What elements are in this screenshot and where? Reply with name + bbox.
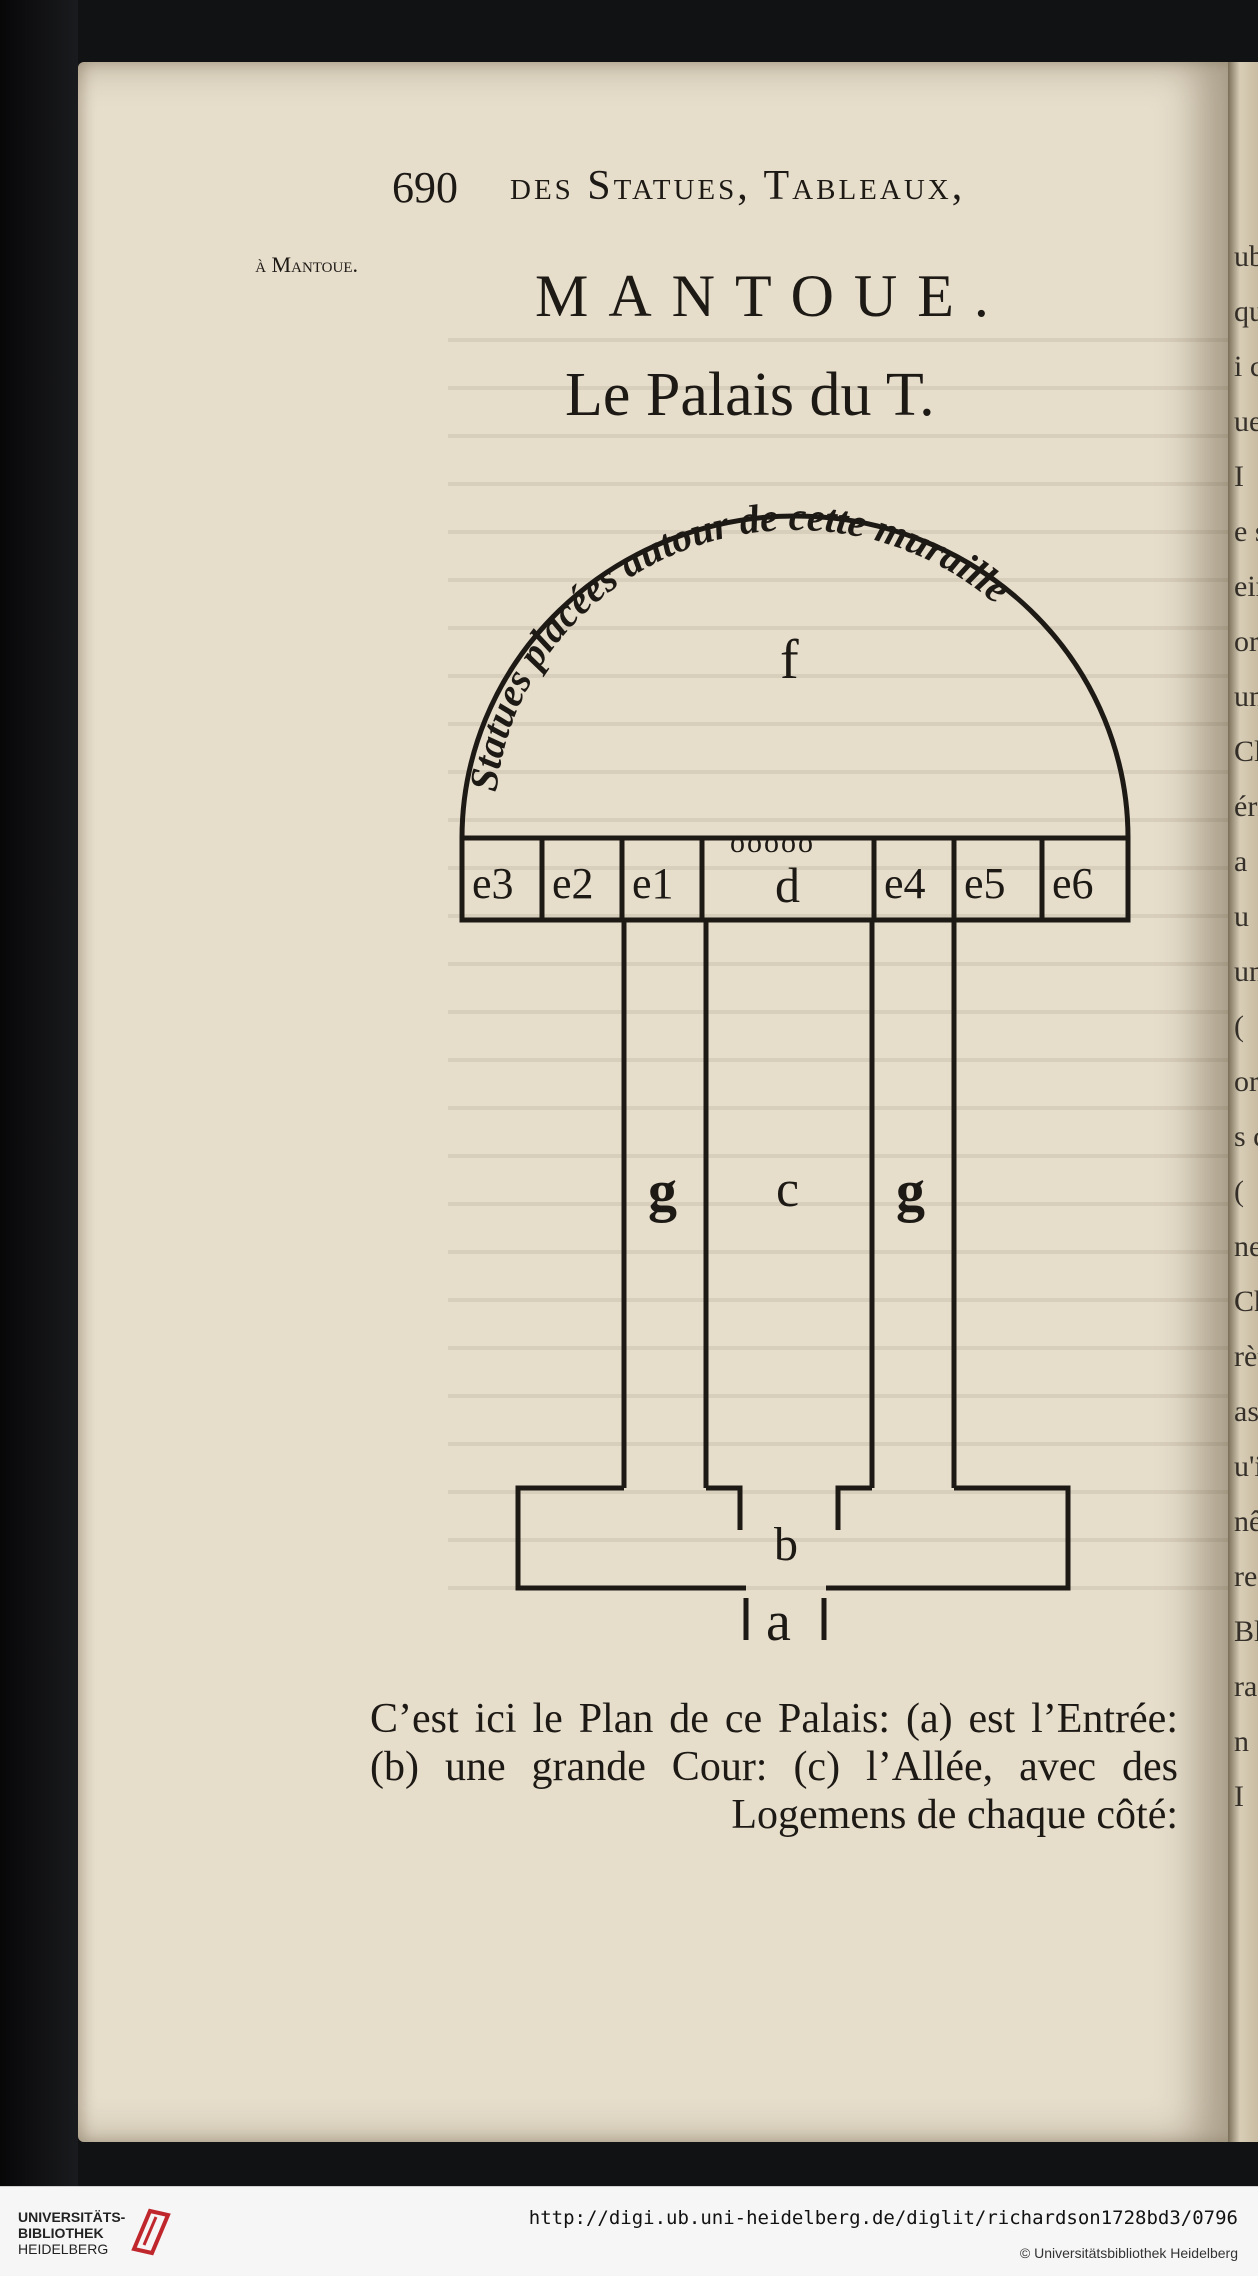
facing-page-fragment: i c — [1234, 350, 1258, 383]
dome-outline — [459, 513, 1131, 839]
permalink-url[interactable]: http://digi.ub.uni-heidelberg.de/diglit/… — [528, 2207, 1238, 2229]
label-e4: e4 — [884, 859, 926, 908]
facing-page-fragment: ( — [1234, 1010, 1244, 1043]
book-page — [78, 62, 1258, 2142]
label-f: f — [780, 629, 799, 691]
facing-page-fragment: un — [1234, 955, 1258, 988]
label-c: c — [776, 1161, 799, 1218]
facing-page-fragment: e s — [1234, 515, 1258, 548]
margin-note: à Mantoue. — [255, 252, 358, 277]
caption-paragraph: C’est ici le Plan de ce Palais: (a) est … — [370, 1696, 1178, 1838]
facing-page-fragment: I — [1234, 460, 1244, 493]
facing-page-fragment: or — [1234, 1065, 1258, 1098]
facing-page-fragment: re, — [1234, 1560, 1258, 1593]
label-b: b — [774, 1518, 798, 1571]
label-e3: e3 — [472, 859, 514, 908]
facing-page-fragment: n — [1234, 1725, 1249, 1758]
facing-page-fragment: ort — [1234, 625, 1258, 658]
label-e1: e1 — [632, 859, 674, 908]
label-e6: e6 — [1052, 859, 1094, 908]
facing-page-fragment: un — [1234, 680, 1258, 713]
palace-title: Le Palais du T. — [565, 361, 935, 429]
court-right — [826, 1485, 1071, 1591]
facing-page-fragment: Cla — [1234, 735, 1258, 768]
facing-page-fragment: ue — [1234, 405, 1258, 438]
book-binding-shadow — [0, 0, 78, 2186]
facing-page-fragment: I — [1234, 1780, 1244, 1813]
label-a: a — [766, 1591, 791, 1653]
facing-page-fragment: as — [1234, 1395, 1258, 1428]
facing-page-fragment: Ble — [1234, 1615, 1258, 1648]
label-e2: e2 — [552, 859, 594, 908]
running-head: des Statues, Tableaux, — [510, 163, 966, 209]
label-e5: e5 — [964, 859, 1006, 908]
arc-inscription: Statues placées autour de cette muraille — [460, 494, 1019, 794]
page-number: 690 — [392, 163, 458, 212]
facing-page-fragment: qu — [1234, 295, 1258, 328]
facing-page-fragment: nei — [1234, 1230, 1258, 1263]
facing-page-fragment: s c — [1234, 1120, 1258, 1153]
facing-page-fragment: ra — [1234, 1670, 1258, 1703]
label-g-right: g — [896, 1158, 925, 1223]
facing-page-fragment: ein — [1234, 570, 1258, 603]
label-d: d — [775, 857, 800, 913]
facing-page-fragment: Che — [1234, 1285, 1258, 1318]
city-title: MANTOUE. — [535, 263, 1009, 329]
transverse-block — [459, 835, 1131, 923]
facing-page-fragment: u'i — [1234, 1450, 1258, 1483]
library-logo-text: UNIVERSITÄTS- BIBLIOTHEK HEIDELBERG — [18, 2209, 126, 2257]
facing-page-fragment: ( — [1234, 1175, 1244, 1208]
library-logo-icon — [131, 2208, 171, 2256]
facing-page-fragment: a — [1234, 845, 1248, 878]
court-left — [515, 1485, 746, 1591]
facing-page-fragment: ub — [1234, 240, 1258, 273]
facing-page-fragment: u — [1234, 900, 1249, 933]
facing-page-fragment: éri — [1234, 790, 1258, 823]
facing-page-fragment: nê — [1234, 1505, 1258, 1538]
page-gutter — [1228, 62, 1258, 2142]
palace-floor-plan: Statues placées autour de cette muraille… — [440, 490, 1160, 1674]
facing-page-fragment: rèt — [1234, 1340, 1258, 1373]
viewer-footer: UNIVERSITÄTS- BIBLIOTHEK HEIDELBERG http… — [0, 2186, 1258, 2276]
label-g-left: g — [648, 1158, 677, 1223]
label-dots: ooooo — [730, 826, 815, 859]
copyright-notice: © Universitätsbibliothek Heidelberg — [1019, 2245, 1238, 2261]
